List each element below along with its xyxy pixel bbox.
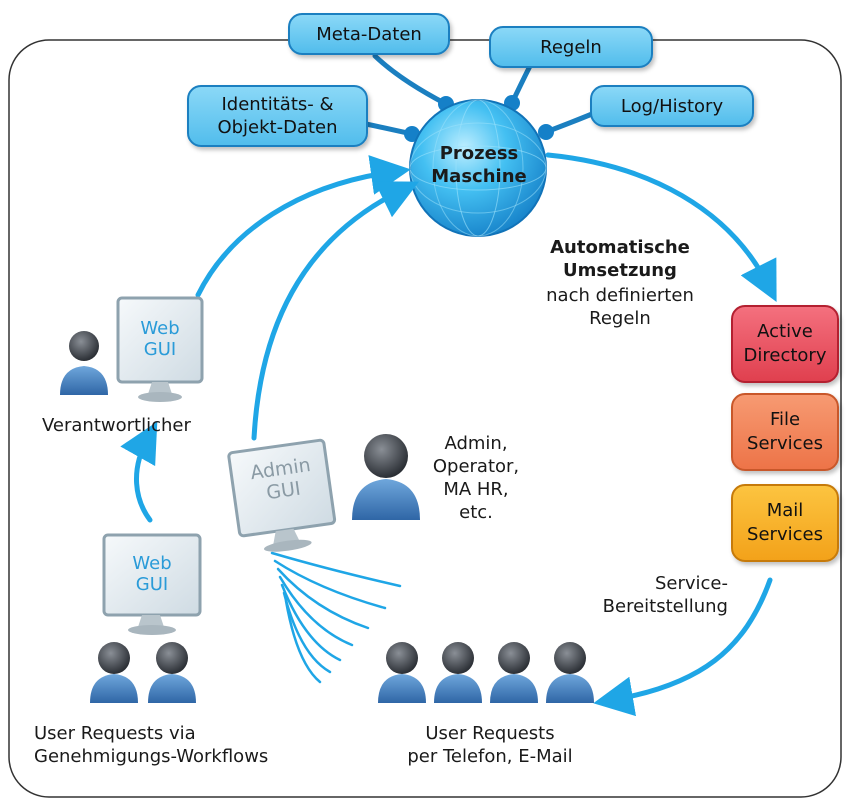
monitor-admin xyxy=(227,438,337,552)
data-store-meta-daten: Meta-Daten xyxy=(288,13,450,55)
request-waves xyxy=(270,551,402,684)
data-store-log-history: Log/History xyxy=(590,85,754,127)
monitor-web-top xyxy=(116,296,204,402)
arrow-engine-to-services xyxy=(545,152,777,302)
person-icon-workflow-1 xyxy=(90,642,138,703)
data-store-regeln: Regeln xyxy=(489,26,653,68)
admin-roles-label: Admin, Operator, MA HR, etc. xyxy=(432,433,520,523)
arrow-services-to-users xyxy=(593,577,773,717)
person-icon-direct-1 xyxy=(378,642,426,703)
data-store-label: Regeln xyxy=(540,36,602,58)
arrow-webgui-to-engine xyxy=(195,155,411,298)
person-icon-workflow-2 xyxy=(148,642,196,703)
process-engine-label: Prozess Maschine xyxy=(431,143,527,187)
screen-text-web-top: Web GUI xyxy=(140,318,180,360)
arrow-workflow-to-responsible xyxy=(120,421,158,523)
service-label: Active Directory xyxy=(743,321,827,366)
service-active-directory: Active Directory xyxy=(731,305,839,383)
connector-meta xyxy=(372,53,449,107)
person-icon-direct-3 xyxy=(490,642,538,703)
flow-arrows xyxy=(120,152,777,717)
data-store-label: Log/History xyxy=(620,95,724,117)
direct-requests-caption: User Requests per Telefon, E-Mail xyxy=(407,723,573,767)
responsible-label: Verantwortlicher xyxy=(42,415,191,436)
data-store-label: Identitäts- & Objekt-Daten xyxy=(217,94,338,138)
provisioning-label: Service- Bereitstellung xyxy=(602,573,728,617)
person-icon-admin xyxy=(352,434,420,520)
automation-subtitle: nach definierten Regeln xyxy=(546,285,694,329)
data-store-identity-object: Identitäts- & Objekt-Daten xyxy=(187,85,368,147)
monitor-web-bottom xyxy=(102,533,202,635)
person-icon-direct-4 xyxy=(546,642,594,703)
automation-title: Automatische Umsetzung xyxy=(550,237,690,281)
person-icon-direct-2 xyxy=(434,642,482,703)
data-store-label: Meta-Daten xyxy=(316,23,422,45)
screen-text-web-bottom: Web GUI xyxy=(132,553,172,595)
service-label: Mail Services xyxy=(747,500,823,545)
arrow-admin-to-engine xyxy=(251,181,420,441)
workflow-requests-caption: User Requests via Genehmigungs-Workflows xyxy=(34,723,269,767)
service-file-services: File Services xyxy=(731,393,839,471)
service-mail-services: Mail Services xyxy=(731,484,839,562)
service-label: File Services xyxy=(747,409,823,454)
person-icon-responsible xyxy=(60,331,108,395)
